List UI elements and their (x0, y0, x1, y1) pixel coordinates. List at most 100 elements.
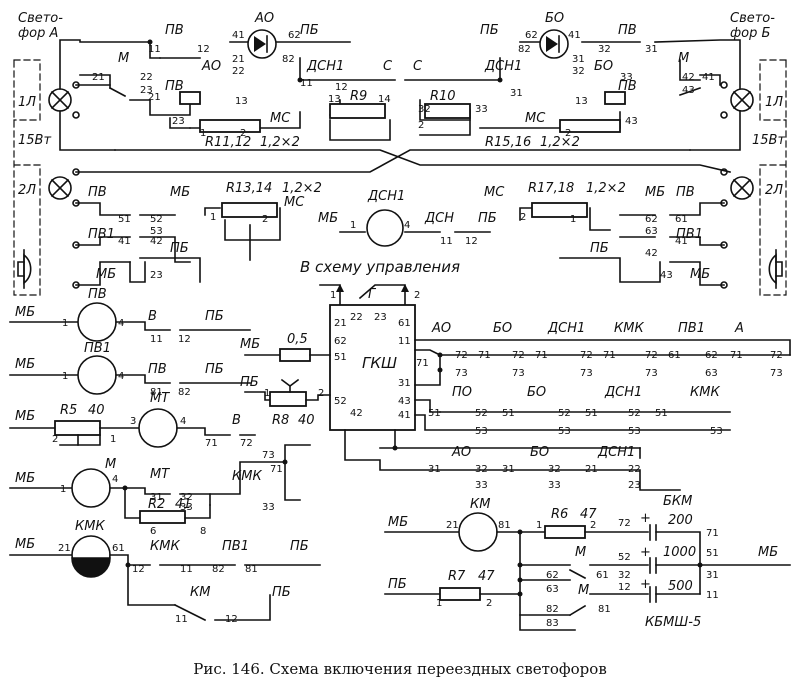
svg-text:МБ: МБ (388, 515, 408, 530)
svg-text:31: 31 (502, 464, 515, 475)
svg-text:МБ: МБ (15, 305, 35, 320)
svg-text:2: 2 (262, 214, 268, 225)
svg-text:71: 71 (416, 358, 429, 369)
diode-bo-label: БО (545, 11, 564, 26)
resistor-r10 (424, 103, 471, 119)
svg-text:73: 73 (262, 450, 275, 461)
svg-text:41: 41 (175, 497, 192, 512)
gksh-block (329, 304, 416, 431)
svg-text:71: 71 (270, 464, 283, 475)
svg-text:41: 41 (398, 410, 411, 421)
svg-text:1: 1 (436, 598, 442, 609)
svg-text:КМ: КМ (190, 585, 210, 600)
svg-text:ПВ: ПВ (676, 185, 695, 200)
svg-text:МБ: МБ (15, 409, 35, 424)
svg-text:2: 2 (520, 212, 526, 223)
svg-text:R7: R7 (448, 569, 466, 584)
svg-text:40: 40 (298, 413, 315, 428)
svg-text:ДСН1: ДСН1 (597, 445, 635, 460)
r9-label: R9 (350, 89, 367, 104)
svg-text:1: 1 (350, 220, 356, 231)
svg-text:82: 82 (546, 604, 559, 615)
svg-text:51: 51 (334, 352, 347, 363)
svg-text:В: В (232, 413, 241, 428)
svg-text:2: 2 (590, 520, 596, 531)
svg-text:62: 62 (334, 336, 347, 347)
svg-text:62: 62 (525, 30, 538, 41)
svg-text:М: М (578, 583, 589, 598)
signal-b-header: Свето- фор Б (730, 11, 775, 41)
top-labels: М ПВ ПБ ПВ АО ДСН1 С С ДСН1 БО ПБ ПВ ПВ … (118, 23, 689, 150)
resistor-a-small (179, 91, 201, 105)
svg-text:72: 72 (455, 350, 468, 361)
diode-bo: БО (539, 11, 569, 59)
svg-text:52: 52 (618, 552, 631, 563)
svg-text:81: 81 (598, 604, 611, 615)
svg-text:R13,14: R13,14 (226, 181, 272, 196)
svg-text:47: 47 (478, 569, 495, 584)
svg-text:33: 33 (548, 480, 561, 491)
svg-text:БО: БО (493, 321, 512, 336)
svg-text:21: 21 (58, 543, 71, 554)
svg-text:12: 12 (335, 82, 348, 93)
svg-text:11: 11 (300, 78, 313, 89)
svg-text:22: 22 (628, 464, 641, 475)
svg-text:11: 11 (440, 236, 453, 247)
resistor-r15-16 (559, 119, 621, 133)
svg-text:62: 62 (645, 214, 658, 225)
svg-text:М: М (105, 457, 116, 472)
c-b-label: С (413, 59, 423, 74)
svg-text:51: 51 (585, 408, 598, 419)
svg-text:БО: БО (530, 445, 549, 460)
svg-text:71: 71 (603, 350, 616, 361)
dsn1-b-label: ДСН1 (484, 59, 522, 74)
signal-a-header: Свето- фор А (18, 11, 63, 41)
svg-text:2: 2 (318, 388, 324, 399)
svg-text:43: 43 (625, 116, 638, 127)
svg-text:62: 62 (546, 570, 559, 581)
svg-text:БКМ: БКМ (663, 494, 692, 509)
svg-text:500: 500 (668, 579, 693, 594)
svg-text:Г: Г (368, 287, 377, 302)
svg-text:43: 43 (660, 270, 673, 281)
middle-labels: ПВ МБ ПВ1 ПБ МБ R13,14 1,2×2 МС МБ ДСН1 … (88, 181, 710, 282)
svg-text:53: 53 (150, 226, 163, 237)
svg-text:63: 63 (546, 584, 559, 595)
svg-text:40: 40 (88, 403, 105, 418)
svg-text:ПВ: ПВ (88, 185, 107, 200)
svg-text:42: 42 (150, 236, 163, 247)
svg-text:32: 32 (548, 464, 561, 475)
svg-text:33: 33 (620, 72, 633, 83)
svg-text:63: 63 (705, 368, 718, 379)
svg-text:51: 51 (706, 548, 719, 559)
relay-pv1-row: МБ ПВ1 1 4 ПВ ПБ 81 82 (9, 341, 251, 398)
svg-text:ПВ: ПВ (148, 362, 167, 377)
svg-text:R2: R2 (148, 497, 165, 512)
svg-text:КМК: КМК (75, 519, 105, 534)
svg-text:71: 71 (706, 528, 719, 539)
svg-text:41: 41 (702, 72, 715, 83)
svg-text:31: 31 (150, 492, 163, 503)
pv-a2-label: ПВ (165, 79, 184, 94)
svg-text:2: 2 (486, 598, 492, 609)
svg-text:32: 32 (572, 66, 585, 77)
signal-b-name-1: Свето- (730, 11, 775, 26)
svg-text:31: 31 (428, 464, 441, 475)
signal-a-lamp-2-label: 2Л (18, 183, 36, 198)
svg-text:11: 11 (180, 564, 193, 575)
svg-text:61: 61 (675, 214, 688, 225)
svg-text:ПБ: ПБ (205, 362, 224, 377)
svg-text:1: 1 (110, 434, 116, 445)
svg-text:71: 71 (205, 438, 218, 449)
svg-text:23: 23 (150, 270, 163, 281)
svg-text:61: 61 (398, 318, 411, 329)
svg-text:КБМШ-5: КБМШ-5 (645, 615, 701, 630)
svg-text:23: 23 (374, 312, 387, 323)
signal-b-bell-icon (768, 249, 783, 289)
svg-text:23: 23 (172, 116, 185, 127)
svg-text:КМК: КМК (690, 385, 720, 400)
svg-text:R6: R6 (551, 507, 568, 522)
svg-text:47: 47 (580, 507, 597, 522)
svg-text:21: 21 (148, 92, 161, 103)
svg-text:31: 31 (510, 88, 523, 99)
